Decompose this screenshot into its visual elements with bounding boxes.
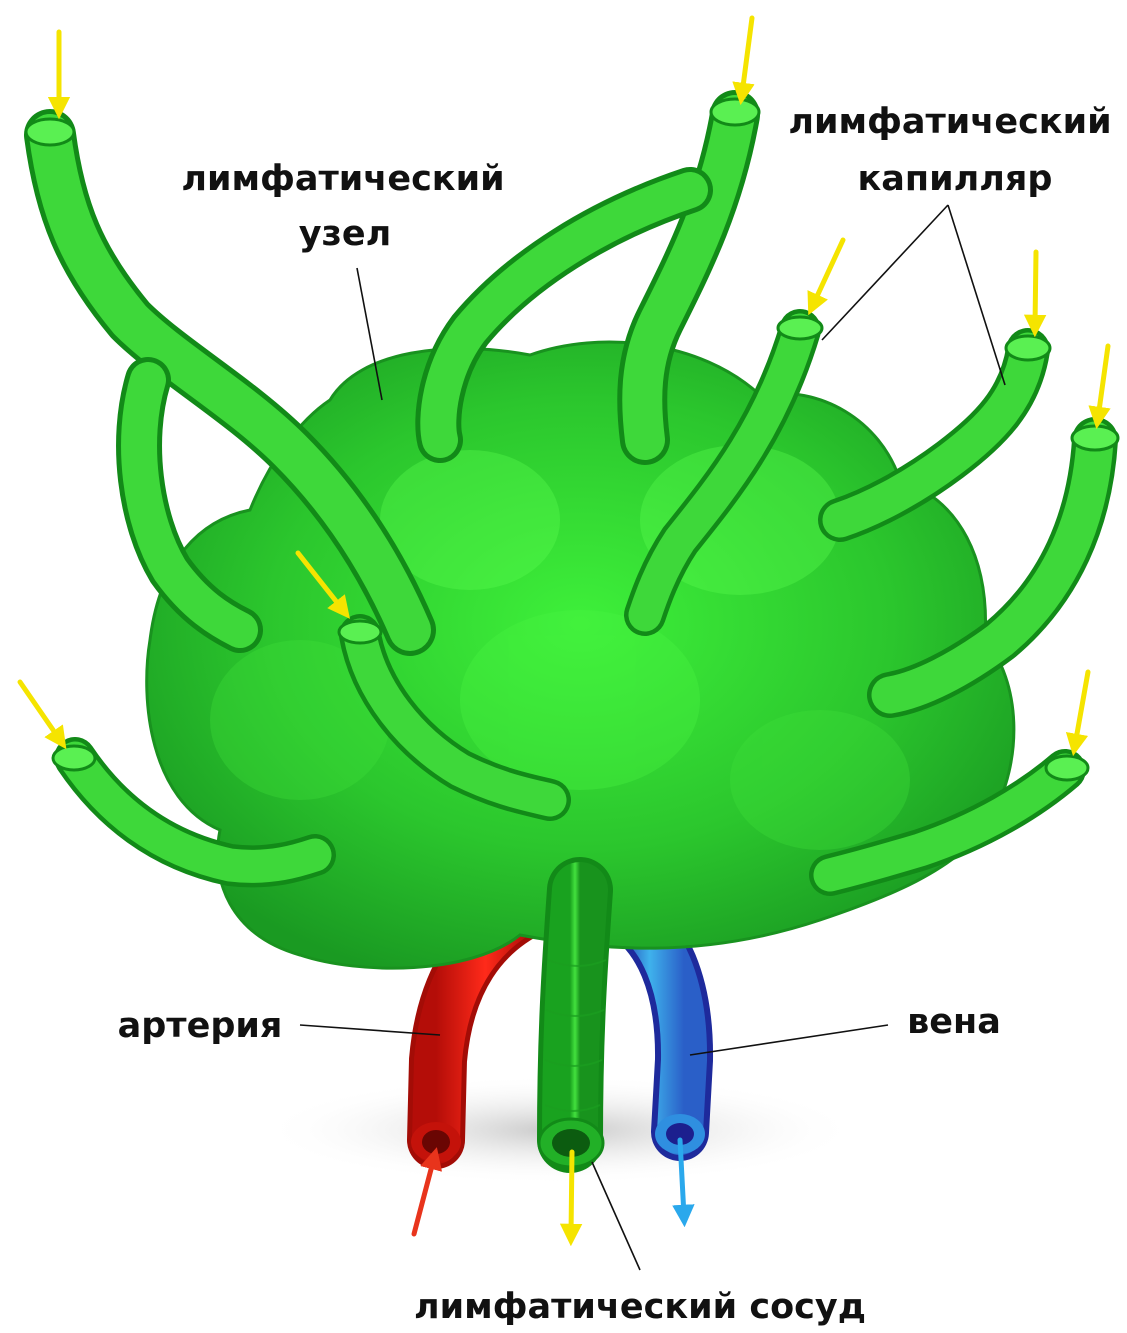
label-node-line1: лимфатический <box>181 159 504 199</box>
arrow-5 <box>1098 346 1108 418</box>
arrow-2 <box>742 18 752 94</box>
arrow-3 <box>813 240 843 305</box>
label-artery: артерия <box>118 1006 283 1046</box>
leader-capillary-b <box>948 205 1005 385</box>
label-vessel: лимфатический сосуд <box>414 1287 866 1327</box>
leader-capillary-a <box>822 205 948 340</box>
label-capillary-line2: капилляр <box>858 159 1053 199</box>
arrow-7 <box>20 682 60 740</box>
label-capillary-line1: лимфатический <box>788 102 1111 142</box>
arrow-vessel-out <box>571 1152 572 1235</box>
lymphatic-vessel <box>539 890 606 1167</box>
label-node-line2: узел <box>299 214 392 254</box>
arrow-8 <box>1075 672 1088 745</box>
arrow-4 <box>1035 252 1036 326</box>
capillary-6 <box>840 336 1050 520</box>
leader-vein <box>690 1025 888 1055</box>
label-vein: вена <box>907 1002 1001 1042</box>
